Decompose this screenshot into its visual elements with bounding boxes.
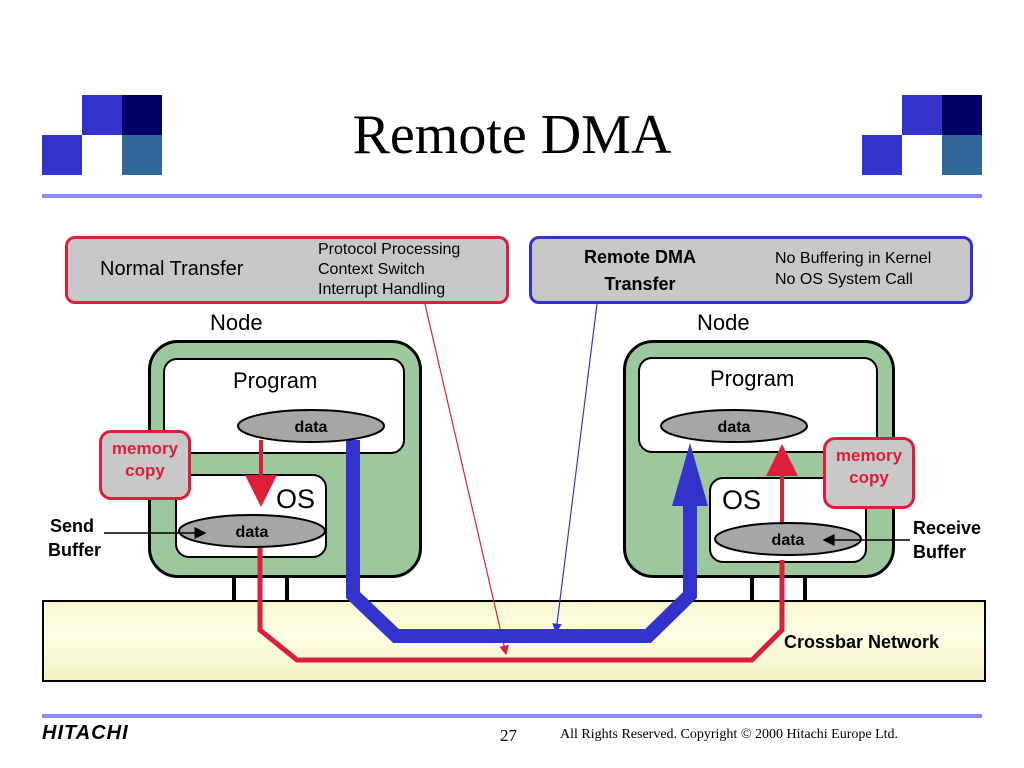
side-label-line: Buffer [913, 542, 966, 562]
data-ellipse [714, 522, 862, 556]
crossbar-network-label: Crossbar Network [784, 632, 940, 652]
normal-transfer-item: Protocol Processing [318, 241, 461, 258]
remote-dma-pointer [552, 303, 598, 634]
memory-copy-text: copy [125, 461, 165, 480]
data-ellipse [660, 409, 808, 443]
side-label-line: Receive [913, 518, 982, 538]
side-label-line: Buffer [48, 540, 101, 560]
node-label: Node [210, 310, 263, 335]
memory-copy-text: memory [835, 446, 903, 465]
remote-dma-label: Transfer [604, 274, 676, 294]
os-label: OS [276, 484, 316, 514]
remote-dma-item: No Buffering in Kernel [775, 250, 932, 267]
node-label: Node [697, 310, 750, 335]
decor-square [122, 135, 162, 175]
normal-transfer-item: Interrupt Handling [318, 281, 446, 298]
data-ellipse [178, 514, 326, 548]
remote-dma-callout [529, 236, 973, 304]
left-memory-copy-badge: memory copy [99, 430, 191, 500]
program-label: Program [710, 366, 795, 391]
remote-dma-path [346, 440, 697, 643]
normal-transfer-label: Normal Transfer [100, 258, 244, 280]
memory-copy-text: memory [111, 439, 179, 458]
program-label: Program [233, 368, 318, 393]
receive-buffer-label: Receive Buffer [913, 516, 981, 564]
page-number: 27 [500, 726, 517, 745]
send-buffer-label: Send Buffer [48, 514, 101, 562]
decor-square [122, 95, 162, 135]
title-rule [42, 194, 982, 198]
hitachi-logo: HITACHI [42, 722, 129, 744]
data-label: data [718, 419, 751, 436]
remote-dma-arrowhead [672, 443, 708, 506]
memory-copy-text: copy [849, 468, 889, 487]
data-label: data [236, 524, 269, 541]
decor-square [942, 95, 982, 135]
data-ellipse [237, 409, 385, 443]
remote-dma-item: No OS System Call [775, 271, 913, 288]
decor-square [942, 135, 982, 175]
decor-square [82, 95, 122, 135]
side-label-line: Send [50, 516, 95, 536]
normal-transfer-path [257, 548, 785, 663]
copyright-text: All Rights Reserved. Copyright © 2000 Hi… [560, 727, 899, 742]
node-legs [232, 578, 807, 601]
decor-square [902, 95, 942, 135]
normal-transfer-item: Context Switch [318, 261, 425, 278]
normal-transfer-pointer [424, 303, 509, 656]
data-label: data [295, 419, 328, 436]
footer-rule [42, 714, 982, 718]
data-label: data [772, 532, 805, 549]
right-memory-copy-badge: memory copy [823, 437, 915, 509]
decor-square [42, 135, 82, 175]
normal-transfer-callout [65, 236, 509, 304]
remote-dma-label: Remote DMA [583, 247, 696, 267]
decor-square [862, 135, 902, 175]
slide-title: Remote DMA [352, 104, 672, 166]
os-label: OS [722, 485, 762, 515]
